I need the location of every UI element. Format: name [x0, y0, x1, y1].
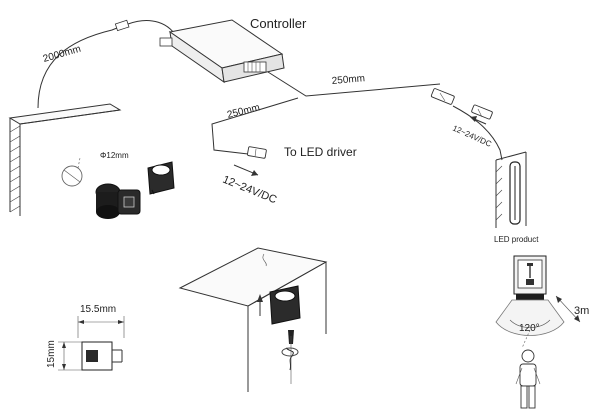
led-product-sensor — [513, 255, 547, 300]
cable-2000mm — [37, 19, 179, 109]
label-height-dim: 15mm — [46, 340, 57, 368]
label-range: 3m — [574, 305, 589, 317]
connector-left — [247, 146, 267, 159]
label-cable-2000mm: 2000mm — [42, 44, 82, 65]
cabinet-panel — [178, 247, 328, 392]
hole-marker — [61, 157, 83, 187]
clip-mount — [257, 285, 301, 325]
label-voltage-left: 12~24V/DC — [221, 174, 279, 207]
label-led-product: LED product — [494, 235, 539, 244]
label-controller: Controller — [250, 16, 307, 31]
sensing-cone — [495, 299, 565, 349]
sensor-body — [95, 183, 141, 219]
label-angle: 120° — [519, 323, 540, 334]
label-cable-250mm-right: 250mm — [331, 73, 365, 87]
controller-box — [159, 19, 285, 84]
sensor-clip — [147, 161, 175, 195]
wall-panel-right — [495, 151, 527, 228]
connector-right-bottom — [471, 104, 493, 120]
sensor-dimension-drawing — [58, 316, 125, 371]
wall-panel-left — [8, 103, 122, 216]
cable-250mm-left — [211, 97, 299, 155]
label-to-led-driver: To LED driver — [284, 145, 357, 159]
arrow-to-led-driver — [233, 164, 259, 176]
cable-250mm-right — [267, 71, 503, 161]
person-icon — [515, 349, 541, 409]
label-width-dim: 15.5mm — [80, 304, 116, 315]
label-cable-250mm-left: 250mm — [226, 102, 261, 121]
screw-icon — [281, 330, 299, 384]
led-profile — [509, 161, 521, 225]
connector-right-top — [430, 88, 455, 105]
range-arrow — [555, 295, 581, 323]
label-hole-diameter: Φ12mm — [100, 151, 129, 160]
label-voltage-right: 12~24V/DC — [451, 124, 493, 149]
arrow-right-voltage — [470, 116, 487, 125]
